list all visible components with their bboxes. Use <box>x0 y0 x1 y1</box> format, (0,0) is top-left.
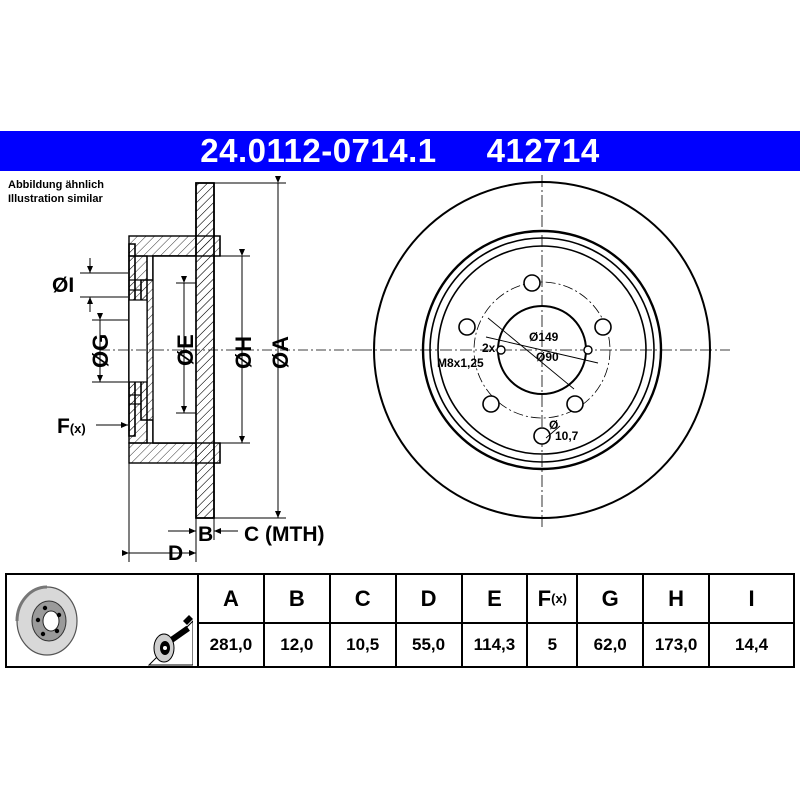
spec-col-B: B 12,0 <box>264 575 331 666</box>
spec-value-C: 10,5 <box>346 635 380 654</box>
spec-col-D: D 55,0 <box>396 575 463 666</box>
spec-col-G: G 62,0 <box>578 575 645 666</box>
spec-table: A 281,0 B 12,0 C 10,5 D 55,0 E 114,3 F(x… <box>5 573 795 668</box>
torque-wrench-icon <box>147 615 194 666</box>
label-F-sub: (x) <box>70 421 86 436</box>
spec-col-I: I 14,4 <box>710 575 794 666</box>
label-thread: M8x1,25 <box>437 356 484 370</box>
label-B: B <box>198 523 213 546</box>
spec-header-D: D <box>396 575 461 624</box>
svg-text:F(x): F(x) <box>57 415 86 438</box>
brake-disc-icon <box>15 585 78 656</box>
spec-value-H: 173,0 <box>654 635 698 654</box>
label-dia-149: Ø149 <box>529 330 559 344</box>
label-hole-dia-symbol: Ø <box>549 418 558 432</box>
bolt-hole <box>458 318 476 336</box>
thumbnail-cell <box>7 575 199 666</box>
label-dia-90: Ø90 <box>536 350 559 364</box>
spec-header-G: G <box>578 575 643 624</box>
spec-header-C: C <box>330 575 395 624</box>
spec-value-I: 14,4 <box>735 635 769 654</box>
bolt-hole <box>482 395 500 413</box>
disc-outline <box>373 181 711 519</box>
spec-header-E: E <box>462 575 527 624</box>
label-dia-G: ØG <box>88 334 113 368</box>
technical-drawing: ØI ØG ØE ØH ØA F(x) B C (MTH) <box>52 175 730 565</box>
spec-col-E: E 114,3 <box>462 575 529 666</box>
label-dia-H: ØH <box>231 336 256 369</box>
spec-header-B: B <box>264 575 329 624</box>
spec-header-F: F(x) <box>528 575 577 624</box>
threaded-hole <box>583 345 593 355</box>
spec-header-H: H <box>644 575 709 624</box>
label-dia-I: ØI <box>52 274 74 297</box>
spec-header-A: A <box>199 575 263 624</box>
title-banner: 24.0112-0714.1 412714 <box>0 131 800 171</box>
spec-col-H: H 173,0 <box>644 575 711 666</box>
bolt-hole <box>533 427 551 445</box>
spec-col-C: C 10,5 <box>330 575 397 666</box>
threaded-hole <box>496 345 506 355</box>
label-thread-count: 2x <box>482 341 496 355</box>
label-dia-A: ØA <box>268 336 293 369</box>
illustration-caption: Abbildung ähnlich Illustration similar <box>8 178 104 206</box>
bolt-hole <box>594 318 612 336</box>
spec-value-G: 62,0 <box>593 635 627 654</box>
label-hole-dia: 10,7 <box>555 429 579 443</box>
part-number: 24.0112-0714.1 <box>200 132 437 169</box>
label-F: F <box>57 415 70 438</box>
ate-number: 412714 <box>486 132 600 169</box>
spec-col-F: F(x) 5 <box>528 575 579 666</box>
label-C-MTH: C (MTH) <box>244 523 324 546</box>
spec-value-A: 281,0 <box>209 635 253 654</box>
side-view: ØI ØG ØE ØH ØA F(x) B C (MTH) <box>52 176 360 565</box>
caption-german: Abbildung ähnlich <box>8 179 104 191</box>
bolt-hole <box>566 395 584 413</box>
spec-header-F-sub: (x) <box>551 591 567 606</box>
caption-english: Illustration similar <box>8 193 103 205</box>
bolt-hole <box>523 274 541 292</box>
front-view: Ø149 Ø90 2x M8x1,25 Ø 10,7 <box>360 175 730 528</box>
spec-header-I: I <box>710 575 794 624</box>
spec-value-F: 5 <box>547 635 558 654</box>
spec-col-A: A 281,0 <box>199 575 265 666</box>
spec-value-E: 114,3 <box>473 635 516 654</box>
spec-value-B: 12,0 <box>280 635 314 654</box>
label-D: D <box>168 542 183 565</box>
spec-header-F-label: F <box>537 585 552 611</box>
label-dia-E: ØE <box>173 334 198 366</box>
spec-value-D: 55,0 <box>412 635 446 654</box>
